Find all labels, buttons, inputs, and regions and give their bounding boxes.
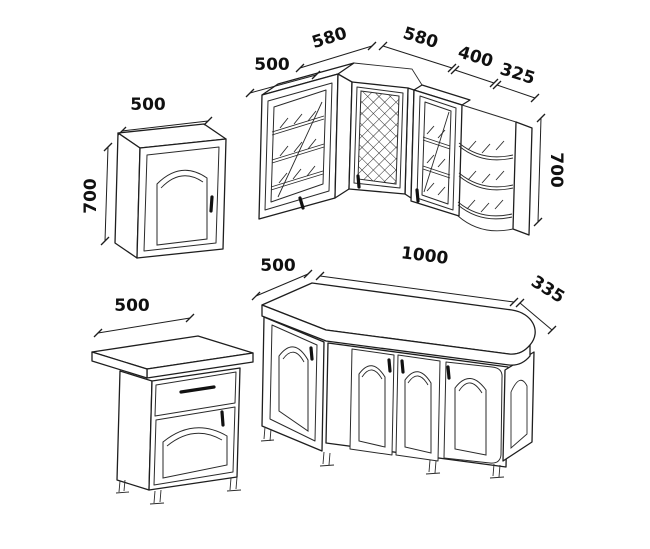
corner-door (269, 324, 318, 442)
base-cabinet-single-dimensions: 500 (93, 296, 195, 338)
door-left (349, 348, 395, 456)
door-arch-panel (156, 169, 208, 246)
left-glass-hatch (277, 101, 323, 198)
corner-door-handle (309, 346, 314, 361)
base-cabinet-legs (115, 476, 242, 505)
wall-cabinet-left-side (114, 132, 141, 259)
curved-end-door (443, 361, 503, 464)
lattice-mesh (357, 90, 400, 185)
left-cabinet-shelves (270, 115, 325, 191)
base-corner-legs (260, 426, 505, 479)
base-cabinet-left-side (116, 370, 153, 491)
dim-label-left-width: 500 (260, 256, 296, 276)
door-right-arch-inner (407, 375, 429, 386)
end-shelf-top-edge (461, 104, 517, 123)
corner-door-arch-panel (278, 346, 309, 432)
end-side-panel (502, 351, 535, 462)
dim-label-end-shelf-width: 325 (498, 59, 538, 89)
end-shelf-side-panel (512, 121, 533, 236)
curved-door-arch-panel (454, 378, 487, 456)
door-handle (209, 195, 214, 213)
end-shelf-curved-shelves (457, 142, 514, 232)
wall-cabinet-single: 500 700 (81, 95, 227, 259)
door-right (395, 354, 441, 462)
door-arch-inner-line (160, 175, 204, 189)
countertop-front-edge (261, 304, 531, 366)
curved-end-shelf-unit (457, 104, 533, 236)
door-left-handle (387, 358, 392, 373)
right-glass-hatch (423, 111, 450, 196)
dim-label-run-length: 1000 (400, 243, 450, 269)
end-shelf-hatch (466, 140, 505, 213)
wall-corner-unit: 500 580 580 400 325 700 (245, 23, 566, 236)
base-cabinet-single: 500 (91, 296, 254, 505)
door-left-arch-panel (358, 365, 386, 448)
corner-door-arch-inner (282, 351, 305, 363)
corner-top-edges (353, 62, 423, 86)
lattice-door-handle (356, 174, 361, 189)
base-cabinet-door (153, 406, 236, 486)
wall-cabinet-single-dimensions: 500 700 (81, 95, 213, 246)
door-handle (220, 410, 225, 427)
countertop-left-edge (91, 351, 148, 379)
dim-label-height: 700 (81, 178, 101, 214)
door-arch-inner-line (166, 432, 223, 447)
door-right-handle (400, 359, 405, 374)
dim-label-right-cabinet-width: 400 (456, 42, 496, 72)
drawer-front (154, 371, 237, 417)
drawer-handle (179, 385, 216, 394)
right-cabinet-shelves (422, 136, 451, 179)
left-glass-door-handle (298, 196, 305, 210)
dim-label-right-wall-depth: 580 (401, 23, 441, 53)
dim-label-left-front-width: 500 (254, 55, 290, 75)
right-glass-door-handle (415, 188, 420, 203)
dim-label-end-depth: 335 (527, 272, 568, 308)
door-right-arch-panel (404, 371, 432, 454)
door-arch-panel (162, 427, 228, 479)
end-panel-arch-inset (510, 379, 528, 449)
door-left-arch-inner (361, 369, 383, 380)
wall-cabinet-door (143, 146, 220, 252)
dim-label-height: 700 (546, 152, 566, 188)
curved-door-handle (446, 365, 451, 380)
dim-label-width: 500 (130, 95, 166, 115)
dim-label-width: 500 (114, 296, 150, 316)
dim-label-left-wall-depth: 580 (310, 23, 350, 53)
base-corner-unit: 500 1000 335 (251, 243, 568, 479)
curved-door-arch-inner (458, 382, 483, 394)
